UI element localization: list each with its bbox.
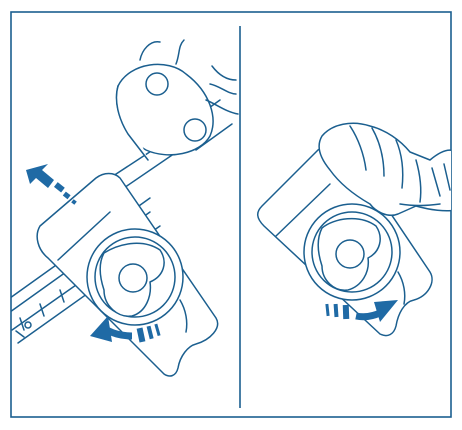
dial-hub-right — [335, 239, 365, 269]
adjuster-body-right — [257, 143, 433, 337]
hand-top — [139, 39, 239, 115]
dial-hub — [118, 263, 148, 293]
hand-grip — [318, 122, 451, 216]
rotation-arrow-icon-right — [325, 300, 398, 322]
clamp-screw-bottom — [183, 118, 207, 142]
adjuster-body — [36, 172, 219, 377]
panel-left — [11, 39, 239, 377]
clamp-head — [115, 63, 214, 161]
panel-right — [257, 122, 451, 337]
direction-arrow-icon — [26, 164, 77, 205]
clamp-screw-top — [145, 72, 169, 96]
rotation-arrow-icon — [90, 316, 161, 343]
figure-frame — [10, 11, 452, 418]
